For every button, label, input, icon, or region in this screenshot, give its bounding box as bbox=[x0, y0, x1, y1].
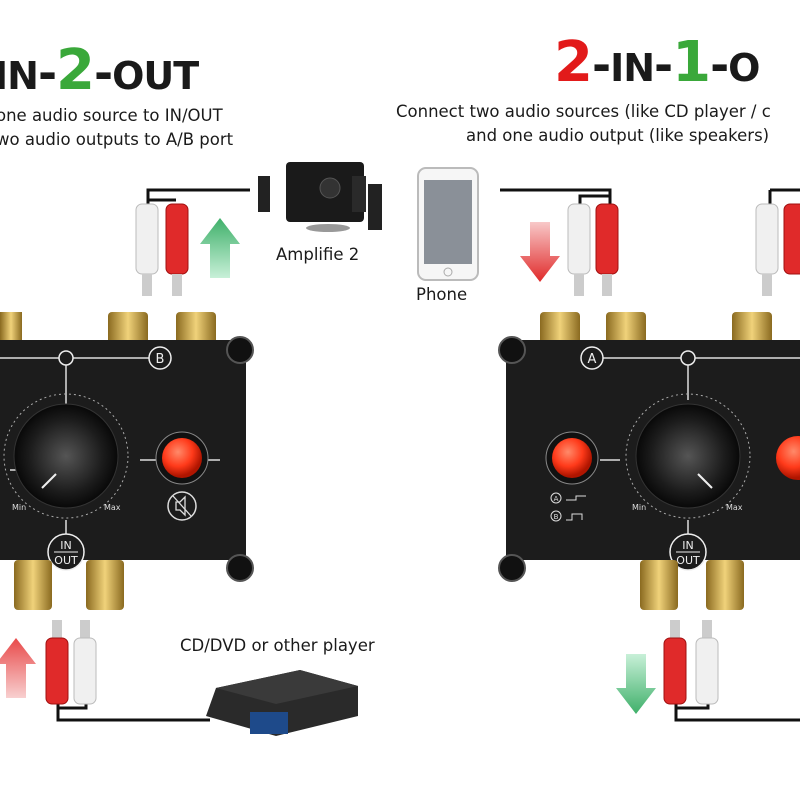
arrow-up-icon bbox=[200, 218, 240, 278]
left-switch-box: B Min Max IN OUT bbox=[0, 312, 254, 610]
rca-plug-white bbox=[695, 620, 719, 705]
right-heading: 2-IN-1-O bbox=[554, 35, 760, 92]
screw-icon bbox=[226, 336, 254, 364]
rca-jack bbox=[0, 312, 22, 348]
arrow-down-icon bbox=[520, 222, 560, 282]
in-label: IN bbox=[60, 539, 71, 552]
dvd-player-icon bbox=[206, 670, 358, 736]
rca-jack bbox=[14, 560, 52, 610]
legend-b-label: B bbox=[554, 513, 559, 521]
rca-plug-red bbox=[783, 203, 800, 275]
port-a-marker bbox=[580, 346, 604, 370]
rca-plug-red bbox=[45, 620, 69, 705]
rca-jack bbox=[606, 312, 646, 348]
right-description-line-1: Connect two audio sources (like CD playe… bbox=[396, 102, 771, 121]
screw-icon bbox=[498, 336, 526, 364]
volume-knob[interactable] bbox=[13, 403, 119, 509]
out-label: OUT bbox=[676, 554, 700, 567]
rca-jack bbox=[86, 560, 124, 610]
right-heading-in: IN bbox=[610, 46, 655, 90]
left-heading-dash: - bbox=[37, 46, 57, 100]
rca-plug-white bbox=[567, 203, 591, 296]
right-heading-dash: - bbox=[654, 38, 673, 92]
port-b-marker bbox=[148, 346, 172, 370]
left-heading-dash: - bbox=[94, 46, 113, 100]
rca-jack bbox=[640, 560, 678, 610]
rca-jack bbox=[176, 312, 216, 348]
knob-min-label: Min bbox=[632, 503, 646, 512]
volume-knob[interactable] bbox=[635, 403, 741, 509]
right-heading-dash: - bbox=[710, 38, 729, 92]
knob-min-label: Min bbox=[12, 503, 26, 512]
left-heading-number: 2 bbox=[56, 38, 95, 103]
right-heading-dash: - bbox=[591, 38, 611, 92]
port-dot bbox=[58, 350, 74, 366]
player-label: CD/DVD or other player bbox=[180, 636, 375, 655]
legend-a-label: A bbox=[554, 495, 559, 503]
phone-label: Phone bbox=[416, 285, 468, 304]
right-switch-box: A Min Max A B IN OUT bbox=[498, 312, 800, 610]
arrow-down-icon bbox=[616, 654, 656, 714]
toggle-button[interactable] bbox=[552, 438, 592, 478]
left-heading: IN-2-OUT bbox=[0, 43, 199, 100]
rca-plug-white bbox=[755, 203, 779, 296]
right-description-line-2: and one audio output (like speakers) bbox=[466, 126, 770, 145]
left-heading-out: OUT bbox=[112, 54, 199, 98]
toggle-button[interactable] bbox=[776, 436, 800, 480]
rca-jack bbox=[540, 312, 580, 348]
port-b-label: B bbox=[156, 352, 165, 367]
right-heading-number: 1 bbox=[672, 30, 711, 95]
left-heading-in: IN bbox=[0, 54, 39, 98]
amplifier-label: Amplifie 2 bbox=[276, 245, 360, 264]
right-heading-out: O bbox=[728, 46, 760, 90]
screw-icon bbox=[226, 554, 254, 582]
arrow-up-icon bbox=[0, 638, 36, 698]
right-heading-number: 2 bbox=[554, 30, 593, 95]
speaker-system-icon bbox=[258, 162, 382, 232]
mute-icon bbox=[167, 491, 197, 521]
out-label: OUT bbox=[54, 554, 78, 567]
left-description-line: wo audio outputs to A/B port bbox=[0, 130, 234, 149]
knob-max-label: Max bbox=[726, 503, 743, 512]
phone-icon bbox=[417, 167, 479, 281]
rca-jack bbox=[732, 312, 772, 348]
port-dot bbox=[680, 350, 696, 366]
rca-plug-white bbox=[73, 620, 97, 705]
left-description-line: one audio source to IN/OUT bbox=[0, 106, 223, 125]
toggle-button[interactable] bbox=[162, 438, 202, 478]
rca-plug-red bbox=[663, 620, 687, 705]
left-description: one audio source to IN/OUT wo audio outp… bbox=[0, 104, 233, 152]
in-label: IN bbox=[682, 539, 693, 552]
rca-jack bbox=[706, 560, 744, 610]
rca-plug-white bbox=[135, 203, 159, 296]
rca-plug-red bbox=[595, 203, 619, 296]
rca-plug-red bbox=[165, 203, 189, 296]
rca-jack bbox=[108, 312, 148, 348]
knob-max-label: Max bbox=[104, 503, 121, 512]
port-a-label: A bbox=[588, 352, 597, 367]
screw-icon bbox=[498, 554, 526, 582]
